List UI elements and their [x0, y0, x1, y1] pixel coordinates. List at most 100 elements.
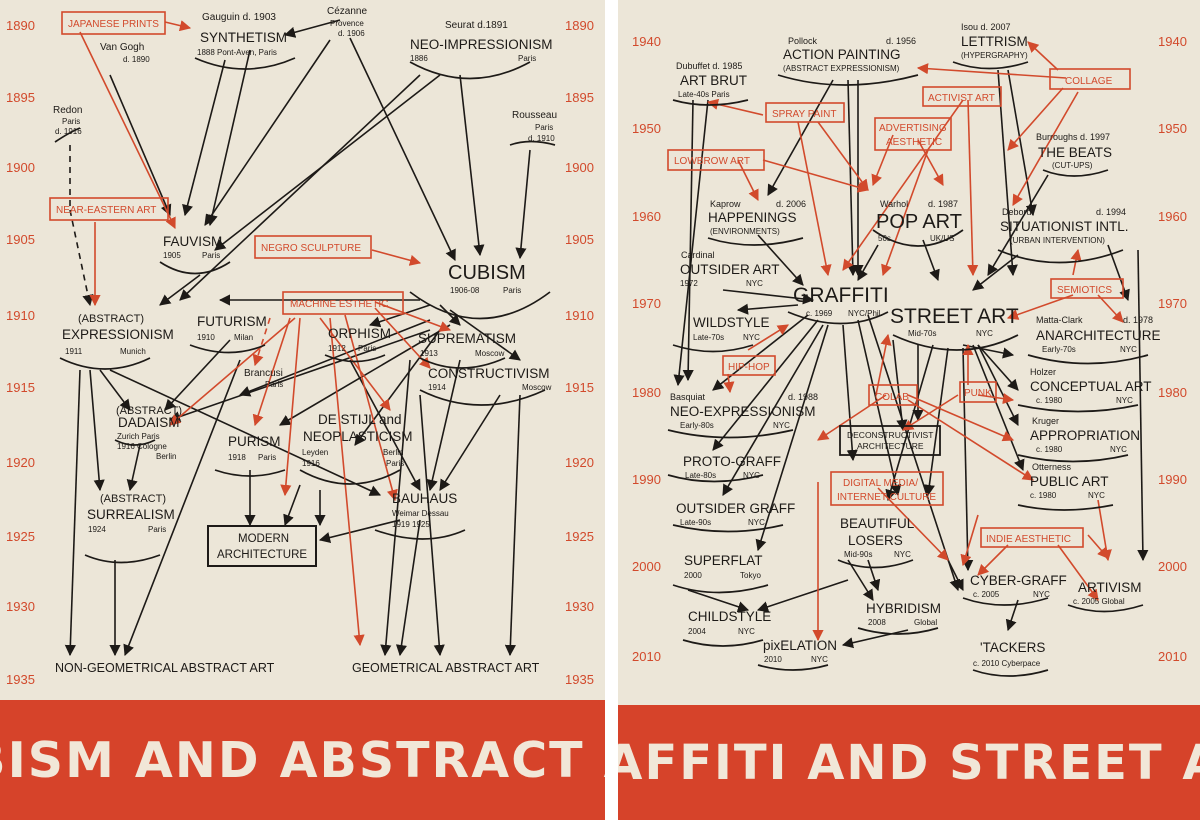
movement-orphism-place: Paris — [358, 344, 376, 353]
movement-appropriation-year: c. 1980 — [1036, 445, 1063, 454]
geometrical-abstract-art: GEOMETRICAL ABSTRACT ART — [352, 661, 540, 675]
movement-de-stijl-city2: Paris — [386, 459, 404, 468]
movement-fauvism-year: 1905 — [163, 251, 181, 260]
movement-constructivism: CONSTRUCTIVISM — [428, 366, 550, 381]
movement-the-beats: THE BEATS — [1038, 145, 1112, 160]
movement-conceptual-art-year: c. 1980 — [1036, 396, 1063, 405]
artist-warhol: Warhol — [880, 199, 908, 209]
graffiti-chart-diagram: 1940 1950 1960 1970 1980 1990 2000 2010 … — [632, 22, 1187, 677]
artist-brancusi: Brancusi — [244, 368, 283, 379]
movement-conceptual-art: CONCEPTUAL ART — [1030, 379, 1152, 394]
movement-outsider-graff-year: Late-90s — [680, 518, 711, 527]
movement-childstyle: CHILDSTYLE — [688, 609, 771, 624]
movement-neo-impressionism-place: Paris — [518, 54, 536, 63]
year-label: 1890 — [6, 18, 35, 33]
influence-label: NEGRO SCULPTURE — [261, 243, 361, 254]
influence-digital-media: DIGITAL MEDIA/ — [843, 478, 918, 489]
year-label: 1905 — [6, 232, 35, 247]
connections-black — [64, 19, 531, 657]
influence-colab: COLAB — [875, 392, 909, 403]
movement-outsider-art-place: NYC — [746, 279, 763, 288]
node-arcs — [54, 57, 556, 564]
year-label: 1980 — [1158, 385, 1187, 400]
movement-graffiti-year: c. 1969 — [806, 309, 833, 318]
movement-childstyle-year: 2004 — [688, 627, 706, 636]
movement-dadaism: DADAISM — [118, 415, 180, 430]
movement-dadaism-city: Berlin — [156, 452, 176, 461]
influence-spray-paint: SPRAY PAINT — [772, 109, 836, 120]
movement-neoplasticism: NEOPLASTICISM — [303, 429, 413, 444]
year-label: 1900 — [565, 160, 594, 175]
movement-de-stijl: DE STIJL and — [318, 412, 402, 427]
movement-proto-graff-place: NYC — [743, 471, 760, 480]
movement-wildstyle: WILDSTYLE — [693, 315, 770, 330]
influence-collage: COLLAGE — [1065, 76, 1113, 87]
artist-seurat: Seurat d.1891 — [445, 20, 508, 31]
movement-futurism-place: Milan — [234, 333, 253, 342]
artist-pollock-death: d. 1956 — [886, 36, 916, 46]
year-label: 1950 — [632, 121, 661, 136]
movement-superflat: SUPERFLAT — [684, 553, 763, 568]
movement-appropriation: APPROPRIATION — [1030, 428, 1140, 443]
year-axis-left: 1890 1895 1900 1905 1910 1915 1920 1925 … — [6, 18, 35, 687]
movement-wildstyle-place: NYC — [743, 333, 760, 342]
artist-cezanne-death: d. 1906 — [338, 29, 365, 38]
movement-neo-expressionism-place: NYC — [773, 421, 790, 430]
graffiti-chart-panel: 1940 1950 1960 1970 1980 1990 2000 2010 … — [618, 0, 1200, 820]
movement-tackers-sub: c. 2010 Cyberpace — [973, 659, 1041, 668]
movement-outsider-art-year: 1972 — [680, 279, 698, 288]
year-label: 2010 — [632, 649, 661, 664]
movement-artivism-sub: c. 2005 Global — [1073, 597, 1125, 606]
influence-boxes-right-frames — [667, 68, 1131, 548]
movement-labels-right: Pollock d. 1956 ACTION PAINTING (ABSTRAC… — [670, 22, 1161, 668]
artist-basquiat-death: d. 1988 — [788, 392, 818, 402]
movement-suprematism-place: Moscow — [475, 349, 505, 358]
movement-anarchitecture: ANARCHITECTURE — [1036, 328, 1161, 343]
movement-surrealism-prefix: (ABSTRACT) — [100, 493, 166, 505]
artist-cardinal: Cardinal — [681, 250, 715, 260]
deconstructivist-line2: ARCHITECTURE — [857, 441, 924, 451]
artist-redon-death: d. 1916 — [55, 127, 82, 136]
movement-lettrism-sub: (HYPERGRAPHY) — [961, 51, 1028, 60]
right-title-banner: GRAFFITI AND STREET ART — [618, 705, 1200, 820]
movement-beautiful: BEAUTIFUL — [840, 516, 915, 531]
artist-pollock: Pollock — [788, 36, 818, 46]
influence-label: JAPANESE PRINTS — [68, 19, 159, 30]
artist-holzer: Holzer — [1030, 367, 1056, 377]
movement-suprematism-year: 1913 — [420, 349, 438, 358]
influence-lowbrow-art: LOWBROW ART — [674, 156, 750, 167]
year-label: 1950 — [1158, 121, 1187, 136]
movement-neo-impressionism: NEO-IMPRESSIONISM — [410, 37, 553, 52]
movement-cubism-year: 1906-08 — [450, 286, 480, 295]
movement-superflat-year: 2000 — [684, 571, 702, 580]
movement-conceptual-art-place: NYC — [1116, 396, 1133, 405]
movement-synthetism-sub: 1888 Pont-Aven, Paris — [197, 48, 277, 57]
year-label: 1980 — [632, 385, 661, 400]
non-geometrical-abstract-art: NON-GEOMETRICAL ABSTRACT ART — [55, 661, 275, 675]
movement-situationist: SITUATIONIST INTL. — [1000, 219, 1129, 234]
connections-black-right — [673, 69, 1149, 649]
movement-synthetism: SYNTHETISM — [200, 30, 287, 45]
year-label: 1970 — [632, 296, 661, 311]
movement-abs-expressionism-year: 1911 — [65, 347, 83, 356]
movement-art-brut: ART BRUT — [680, 73, 747, 88]
movement-hybridism-year: 2008 — [868, 618, 886, 627]
year-label: 1990 — [1158, 472, 1187, 487]
movement-surrealism-year: 1924 — [88, 525, 106, 534]
year-label: 1960 — [1158, 209, 1187, 224]
influence-punk: PUNK — [964, 388, 992, 399]
movement-bauhaus: BAUHAUS — [392, 491, 457, 506]
movement-hybridism-place: Global — [914, 618, 937, 627]
movement-street-art: STREET ART — [890, 305, 1019, 328]
year-label: 2010 — [1158, 649, 1187, 664]
year-axis-right: 1940 1950 1960 1970 1980 1990 2000 2010 — [632, 34, 661, 664]
modern-architecture-line2: ARCHITECTURE — [217, 549, 307, 561]
movement-fauvism-place: Paris — [202, 251, 220, 260]
influence-hip-hop: HIP-HOP — [728, 362, 770, 373]
year-label: 1935 — [565, 672, 594, 687]
movement-hybridism: HYBRIDISM — [866, 601, 941, 616]
movement-happenings: HAPPENINGS — [708, 210, 797, 225]
year-axis-right-right: 1940 1950 1960 1970 1980 1990 2000 2010 — [1158, 34, 1187, 664]
artist-debord: Debord — [1002, 207, 1032, 217]
year-label: 1925 — [6, 529, 35, 544]
